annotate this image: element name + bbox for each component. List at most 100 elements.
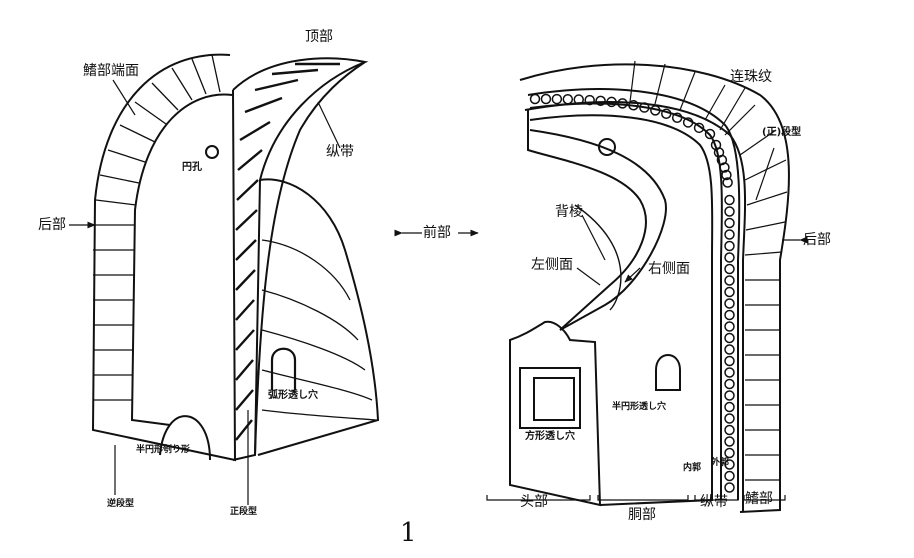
bead — [563, 95, 572, 104]
right-body-front-line — [528, 110, 646, 330]
bead — [725, 322, 734, 331]
bead — [725, 449, 734, 458]
left-ornament — [93, 55, 378, 460]
bead — [618, 99, 627, 108]
label-left-side: 左侧面 — [531, 257, 573, 273]
label-inner-rim: 内郭 — [683, 463, 702, 473]
label-step-type: (正)段型 — [762, 127, 802, 138]
label-semicircle-opening: 半円形透し穴 — [612, 402, 667, 412]
label-rear-left: 后部 — [38, 217, 66, 233]
left-semicircle-cut — [160, 416, 210, 460]
label-end-face: 鰭部端面 — [83, 63, 139, 79]
left-step-bricks — [93, 55, 220, 400]
left-arc-opening — [272, 349, 295, 390]
bead — [722, 171, 731, 180]
bead — [725, 219, 734, 228]
bead — [552, 95, 561, 104]
bead — [725, 311, 734, 320]
bead — [725, 380, 734, 389]
label-back-ridge: 背棱 — [555, 204, 583, 220]
bead — [673, 113, 682, 122]
label-fin: 鰭部 — [745, 491, 773, 507]
label-semicircle-cut: 半円形刳り形 — [136, 445, 191, 455]
bead — [717, 156, 726, 165]
label-head: 头部 — [520, 494, 548, 510]
figure-number: 1 — [400, 518, 417, 548]
bead — [720, 163, 729, 172]
right-back-ridge — [575, 205, 621, 310]
bead — [629, 101, 638, 110]
right-square-opening — [520, 368, 580, 428]
label-outer-rim: 外郭 — [711, 458, 730, 468]
bead — [725, 242, 734, 251]
label-body: 胴部 — [628, 507, 656, 523]
bead — [596, 96, 605, 105]
bead — [725, 437, 734, 446]
bead — [574, 95, 583, 104]
bead — [725, 345, 734, 354]
bead — [585, 96, 594, 105]
bead — [706, 130, 715, 139]
right-head-outline — [510, 322, 600, 505]
right-square-opening-inner — [534, 378, 574, 420]
bead — [725, 207, 734, 216]
right-semicircle-opening — [656, 355, 680, 390]
left-outer-outline — [93, 55, 235, 460]
left-side-body — [258, 179, 378, 455]
right-bead-band-inner — [530, 104, 722, 500]
right-fin-blocks — [630, 61, 787, 480]
right-bead-band-outer — [528, 89, 739, 500]
label-reverse-step: 逆段型 — [107, 499, 135, 509]
bead — [725, 334, 734, 343]
right-round-hole — [599, 139, 615, 155]
bead — [725, 230, 734, 239]
right-ornament — [510, 61, 789, 512]
bead — [725, 288, 734, 297]
right-body-front — [530, 130, 666, 330]
left-round-hole — [206, 146, 218, 158]
bead — [725, 391, 734, 400]
label-square-opening: 方形透し穴 — [525, 431, 575, 442]
bead — [725, 403, 734, 412]
left-inner-arch — [132, 95, 232, 425]
bead — [725, 460, 734, 469]
right-body-back — [530, 115, 712, 505]
bead — [725, 368, 734, 377]
bead — [651, 106, 660, 115]
label-round-hole: 円孔 — [182, 162, 202, 173]
bead — [640, 103, 649, 112]
left-side-layers — [262, 240, 376, 420]
bead — [531, 95, 540, 104]
bead — [725, 299, 734, 308]
label-forward-step: 正段型 — [230, 507, 258, 517]
bead — [725, 265, 734, 274]
bead — [725, 357, 734, 366]
label-arc-opening: 弧形透し穴 — [268, 390, 318, 401]
label-longitudinal-band: 纵带 — [326, 144, 354, 160]
label-right-side: 右侧面 — [648, 261, 690, 277]
bead — [684, 118, 693, 127]
left-fin-hatching — [236, 64, 340, 440]
bead — [541, 95, 550, 104]
bead — [725, 426, 734, 435]
bead — [725, 414, 734, 423]
label-bead-pattern: 连珠纹 — [730, 69, 772, 85]
label-rear-right: 后部 — [803, 232, 831, 248]
label-top: 顶部 — [305, 29, 333, 45]
bead — [725, 276, 734, 285]
bead — [662, 109, 671, 118]
bead — [607, 97, 616, 106]
label-front: 前部 — [423, 225, 451, 241]
bead — [725, 253, 734, 262]
bead — [725, 483, 734, 492]
leader-lines — [69, 80, 808, 505]
label-band: 纵带 — [700, 494, 728, 510]
bead — [725, 472, 734, 481]
bead — [695, 123, 704, 132]
left-fin-inner — [255, 62, 365, 455]
bead — [725, 196, 734, 205]
bead — [723, 178, 732, 187]
right-beads — [531, 95, 735, 493]
